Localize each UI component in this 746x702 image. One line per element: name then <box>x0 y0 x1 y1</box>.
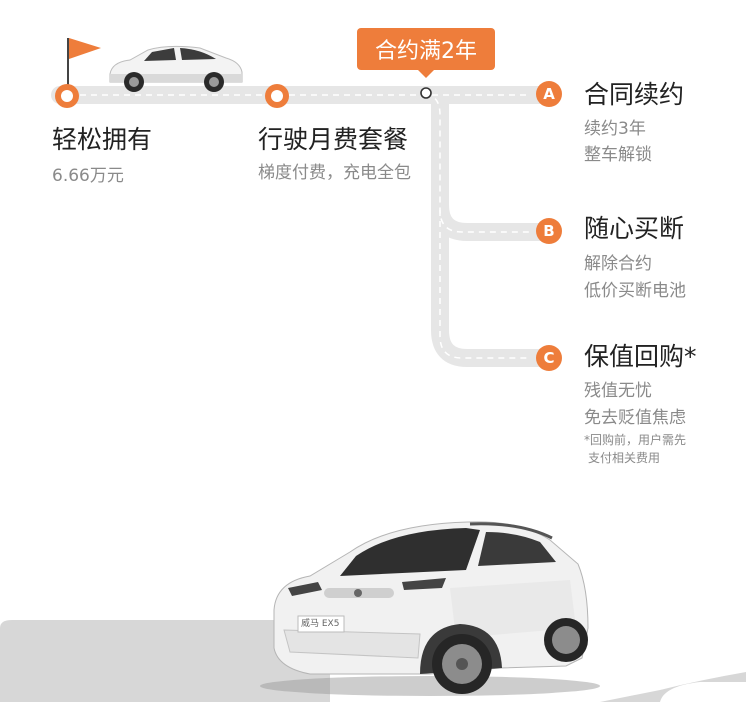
option-a-line-2: 整车解锁 <box>584 145 652 165</box>
option-b-line-1: 解除合约 <box>584 254 652 274</box>
milestone-sub-start: 6.66万元 <box>52 166 124 186</box>
option-c-badge: C <box>536 345 562 371</box>
hero-car-image <box>260 521 600 696</box>
option-b-title: 随心买断 <box>584 214 685 243</box>
option-c-line-2: 免去贬值焦虑 <box>584 408 686 428</box>
option-b-line-2: 低价买断电池 <box>584 281 686 301</box>
milestone-marker-start <box>55 84 79 108</box>
milestone-sub-monthly: 梯度付费，充电全包 <box>258 163 411 183</box>
footnote-line-2: 支付相关费用 <box>588 451 661 465</box>
milestone-title-monthly: 行驶月费套餐 <box>258 125 409 154</box>
option-a-line-1: 续约3年 <box>584 119 646 139</box>
option-c-line-1: 残值无忧 <box>584 381 652 401</box>
car-plate-text: 威马 EX5 <box>301 619 340 629</box>
option-b-badge: B <box>536 218 562 244</box>
small-car-icon <box>109 45 243 92</box>
option-c-title: 保值回购* <box>584 342 697 371</box>
milestone-marker-monthly <box>265 84 289 108</box>
milestone-marker-2years <box>420 87 432 99</box>
milestone-title-start: 轻松拥有 <box>52 125 153 154</box>
option-a-title: 合同续约 <box>584 80 685 109</box>
contract-term-bubble: 合约满2年 <box>357 28 495 78</box>
ground-shape <box>0 620 746 702</box>
footnote-line-1: *回购前，用户需先 <box>584 433 687 447</box>
option-a-badge: A <box>536 81 562 107</box>
flag-icon <box>67 38 101 90</box>
